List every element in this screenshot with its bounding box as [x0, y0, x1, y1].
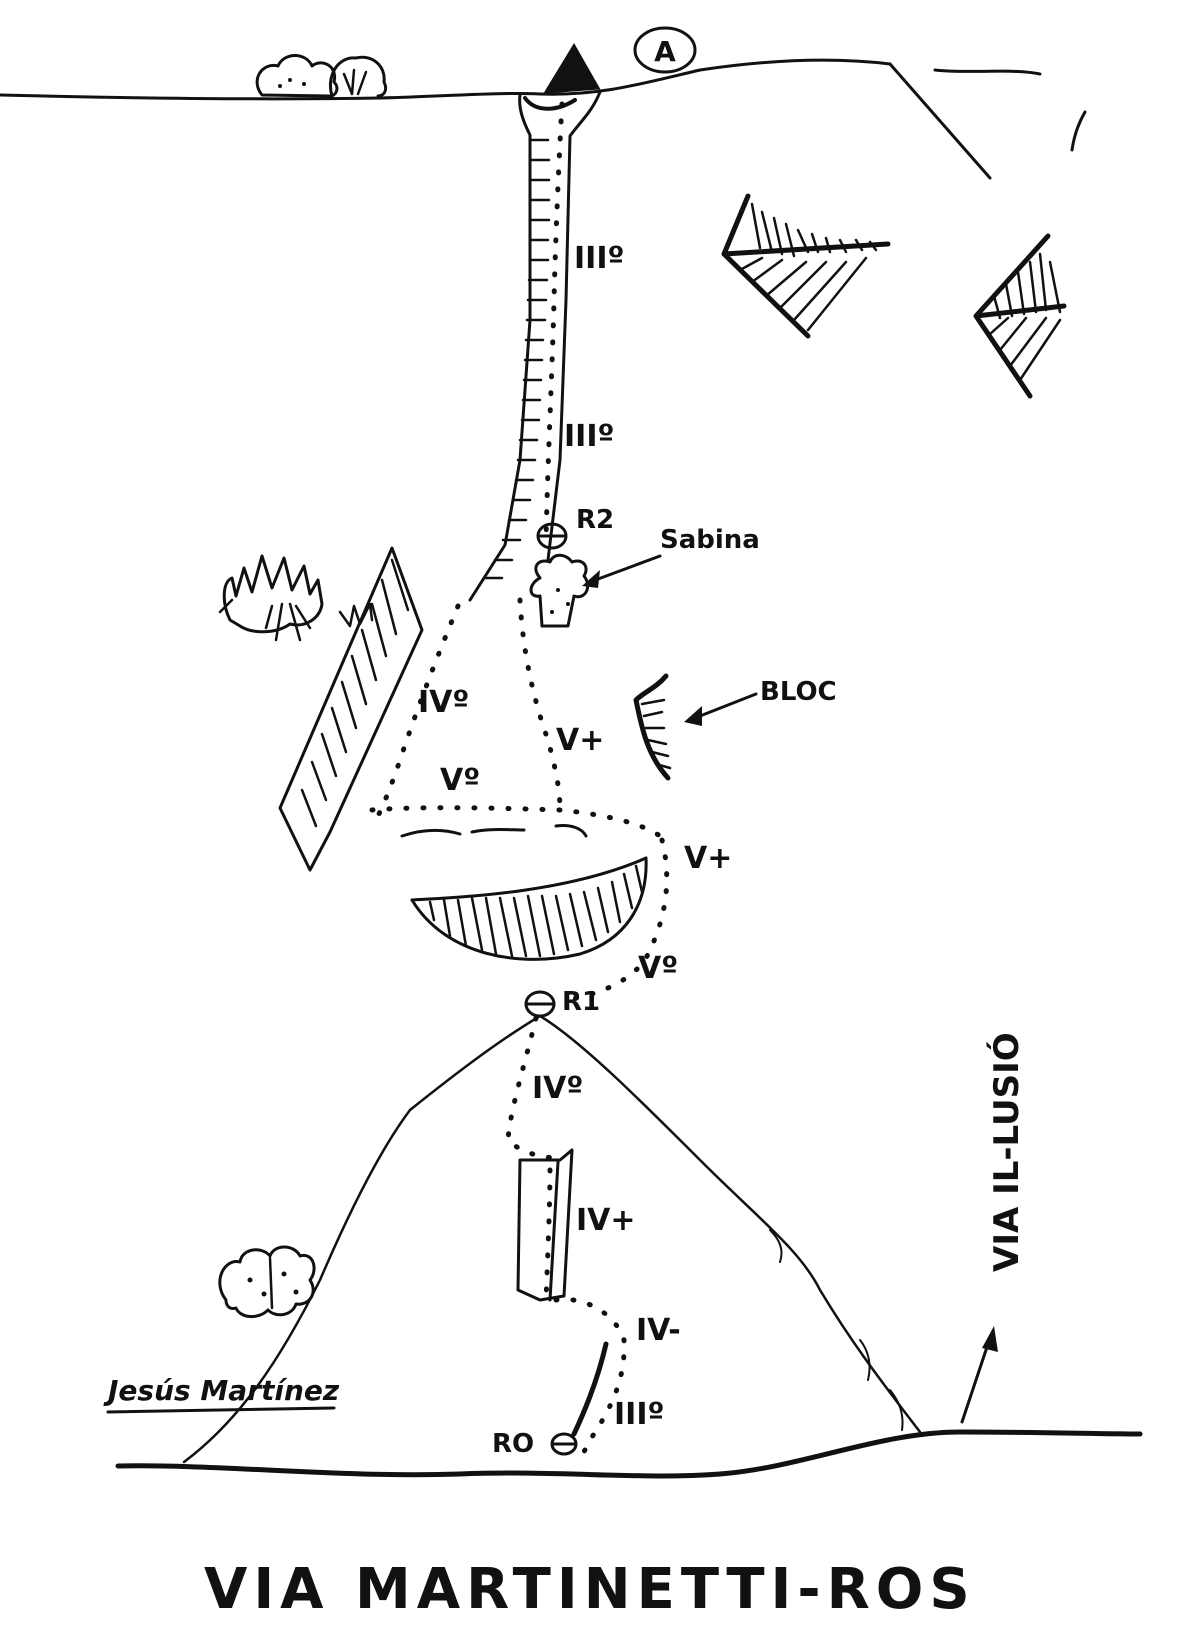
bloc-label: BLOC	[760, 677, 837, 707]
grade-label: IVº	[418, 685, 469, 720]
bush-icon-left	[218, 554, 374, 642]
sabina-arrow-head	[582, 570, 600, 588]
dihedral-block	[516, 1148, 574, 1302]
route-line-pitch-3	[543, 101, 565, 543]
summit-marker-icon	[543, 43, 601, 94]
svg-text:A: A	[654, 35, 676, 68]
bush-icon-lower-left	[218, 1245, 316, 1318]
grade-label: IV+	[576, 1203, 636, 1238]
side-route-arrow	[960, 1336, 992, 1424]
summit-ridge-descent	[888, 62, 992, 180]
grade-label: IIIº	[564, 419, 614, 454]
sabina-label: Sabina	[660, 525, 760, 555]
grade-label: IVº	[532, 1071, 583, 1106]
flake-feature	[571, 1341, 609, 1437]
roof-overhang	[410, 856, 648, 961]
anchor-a-marker: A	[633, 26, 697, 74]
route-line-dihedral	[543, 1167, 553, 1303]
route-line-pitch-1-top	[505, 1015, 563, 1161]
svg-text:R2: R2	[576, 505, 614, 535]
svg-text:Jesús Martínez: Jesús Martínez	[103, 1374, 340, 1407]
upper-block-left	[721, 193, 891, 339]
grade-label: Vº	[638, 951, 678, 986]
grade-label: IIIº	[614, 1397, 664, 1432]
bloc-arrow	[698, 692, 758, 718]
gully-hatching	[483, 138, 551, 580]
lower-buttress-texture	[769, 1229, 904, 1431]
grade-label: Vº	[440, 763, 480, 798]
bloc-block	[633, 673, 672, 781]
side-route-label: VIA IL-LUSIÓ	[986, 1032, 1027, 1272]
grade-label: IV-	[636, 1313, 681, 1348]
route-line-pitch-2-right	[517, 597, 563, 813]
lower-buttress-outline	[182, 1014, 542, 1464]
side-route-arrow-head	[982, 1326, 998, 1352]
author-signature: Jesús Martínez	[103, 1374, 340, 1414]
bloc-arrow-head	[684, 706, 702, 726]
ground-line	[115, 1429, 1143, 1479]
belay-r2: R2	[536, 505, 614, 550]
route-line-roof-right	[563, 837, 670, 1003]
route-line-pitch-1-bottom	[553, 1296, 627, 1465]
sabina-arrow	[588, 554, 662, 584]
grade-label: IIIº	[574, 241, 624, 276]
lower-buttress-outline-right	[538, 1014, 922, 1434]
summit-ridge-line	[0, 58, 892, 101]
belay-r1: R1	[524, 987, 600, 1018]
ridge-right-stroke	[933, 68, 1042, 76]
belay-r0: RO	[492, 1429, 578, 1459]
page-title: VIA MARTINETTI-ROS	[204, 1557, 976, 1622]
upper-gully	[468, 90, 602, 602]
grade-label: V+	[556, 723, 604, 758]
roof-lip	[400, 824, 588, 838]
grade-label: V+	[684, 841, 732, 876]
bush-icon-ridge	[255, 54, 388, 98]
upper-block-right	[973, 233, 1067, 399]
sabina-bush-icon	[529, 553, 590, 628]
svg-text:RO: RO	[492, 1429, 534, 1459]
ridge-right-tick	[1070, 110, 1087, 152]
svg-text:R1: R1	[562, 987, 600, 1017]
left-slab	[278, 546, 424, 872]
